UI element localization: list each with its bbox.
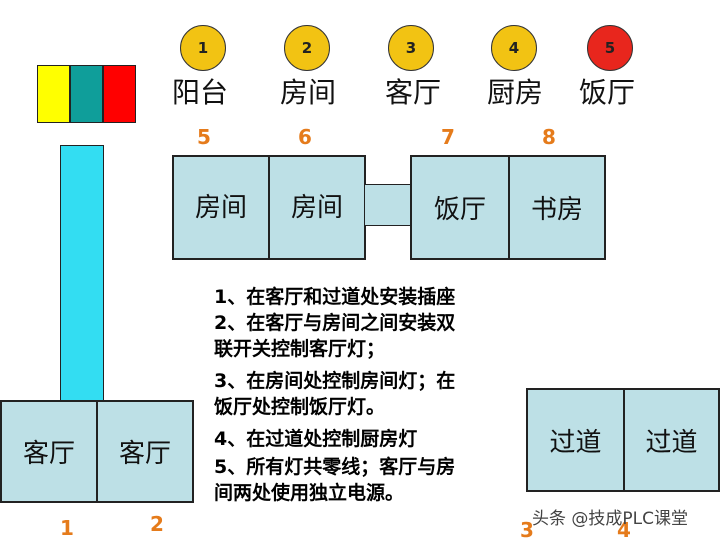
room-study: 书房 [508, 155, 606, 260]
lamp-label-2: 房间 [279, 76, 336, 109]
room-bedroom-a: 房间 [172, 155, 270, 260]
corridor-connector [364, 184, 412, 226]
lamp-label-5: 饭厅 [578, 76, 635, 109]
requirement-line: 5、所有灯共零线；客厅与房 [214, 456, 456, 478]
lamp-4: 4 [491, 25, 537, 71]
lamp-5: 5 [587, 25, 633, 71]
watermark: 头条 @技成PLC课堂 [532, 509, 688, 529]
room-bedroom-b: 房间 [268, 155, 366, 260]
lamp-label-1: 阳台 [171, 76, 228, 109]
lamp-label-3: 客厅 [384, 76, 441, 109]
requirement-line: 饭厅处控制饭厅灯。 [214, 396, 386, 418]
room-corridor-b: 过道 [623, 388, 720, 492]
lamp-number: 2 [301, 39, 313, 57]
position-number-2: 2 [150, 512, 164, 536]
room-corridor-a: 过道 [526, 388, 625, 492]
requirement-line: 联开关控制客厅灯； [214, 338, 386, 360]
lamp-2: 2 [284, 25, 330, 71]
room-living-b: 客厅 [96, 400, 194, 503]
position-number-7: 7 [441, 125, 455, 149]
lamp-number: 5 [604, 39, 616, 57]
requirement-line: 2、在客厅与房间之间安装双 [214, 312, 456, 334]
wire-red [103, 65, 136, 123]
position-number-4: 4 [617, 518, 631, 542]
requirement-line: 间两处使用独立电源。 [214, 482, 405, 504]
position-number-8: 8 [542, 125, 556, 149]
wire-teal [70, 65, 103, 123]
position-number-3: 3 [520, 518, 534, 542]
room-living-a: 客厅 [0, 400, 98, 503]
lamp-number: 3 [405, 39, 417, 57]
position-number-6: 6 [298, 125, 312, 149]
lamp-3: 3 [388, 25, 434, 71]
requirement-line: 1、在客厅和过道处安装插座 [214, 286, 456, 308]
wire-yellow [37, 65, 70, 123]
position-number-1: 1 [60, 516, 74, 540]
requirement-line: 3、在房间处控制房间灯；在 [214, 370, 456, 392]
lamp-number: 4 [508, 39, 520, 57]
lamp-1: 1 [180, 25, 226, 71]
position-number-5: 5 [197, 125, 211, 149]
conduit-vertical [60, 145, 104, 402]
requirement-line: 4、在过道处控制厨房灯 [214, 428, 418, 450]
room-dining: 饭厅 [410, 155, 510, 260]
lamp-label-4: 厨房 [486, 76, 543, 109]
lamp-number: 1 [197, 39, 209, 57]
